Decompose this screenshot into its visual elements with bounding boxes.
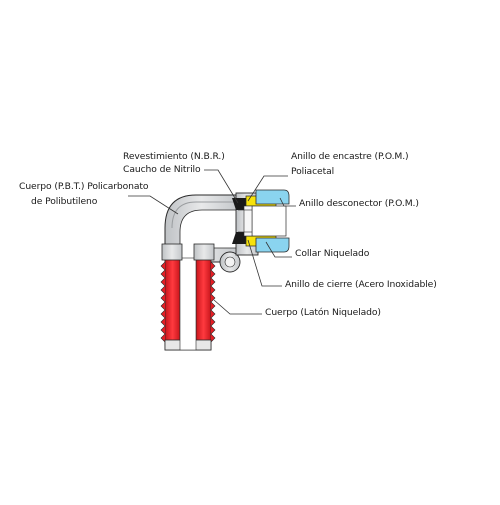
leader-collar — [265, 241, 292, 258]
seal-bottom — [232, 232, 246, 244]
label-anillo-encastre-1: Anillo de encastre (P.O.M.) — [291, 151, 409, 162]
sleeve-right — [193, 243, 215, 261]
label-revestimiento-1: Revestimiento (N.B.R.) — [123, 151, 225, 162]
label-anillo-desconector: Anillo desconector (P.O.M.) — [299, 198, 419, 209]
label-cuerpo-laton: Cuerpo (Latón Niquelado) — [265, 307, 381, 318]
seal-top — [232, 198, 246, 210]
label-revestimiento-2: Caucho de Nitrilo — [123, 164, 201, 175]
brass-body-left — [164, 257, 181, 351]
thread-teeth-left — [160, 261, 166, 343]
label-cuerpo-pbt-1: Cuerpo (P.B.T.) Policarbonato — [19, 181, 149, 192]
release-ring-top — [255, 189, 290, 205]
release-ring-bore — [251, 205, 287, 237]
leader-cuerpo-laton — [213, 299, 262, 315]
label-anillo-encastre-2: Poliacetal — [291, 166, 335, 177]
leader-cuerpo-pbt — [128, 195, 179, 215]
leader-anillo-encastre — [247, 175, 288, 202]
brass-bore-bottom — [179, 257, 197, 351]
elbow-boss-inner — [224, 256, 236, 268]
label-collar: Collar Niquelado — [295, 248, 370, 259]
thread-teeth-right — [210, 261, 216, 343]
release-ring-bottom — [255, 237, 290, 253]
steel-ring — [243, 205, 253, 237]
label-anillo-cierre: Anillo de cierre (Acero Inoxidable) — [285, 279, 437, 290]
leader-anillo-desconector — [279, 197, 296, 207]
leader-anillo-cierre — [247, 239, 282, 287]
label-cuerpo-pbt-2: de Polibutileno — [31, 196, 98, 207]
leader-lines — [128, 169, 296, 315]
elbow-bend-edge — [171, 201, 238, 229]
brass-body-right — [195, 257, 212, 351]
leader-revestimiento — [204, 169, 239, 204]
sleeve-left — [161, 243, 183, 261]
